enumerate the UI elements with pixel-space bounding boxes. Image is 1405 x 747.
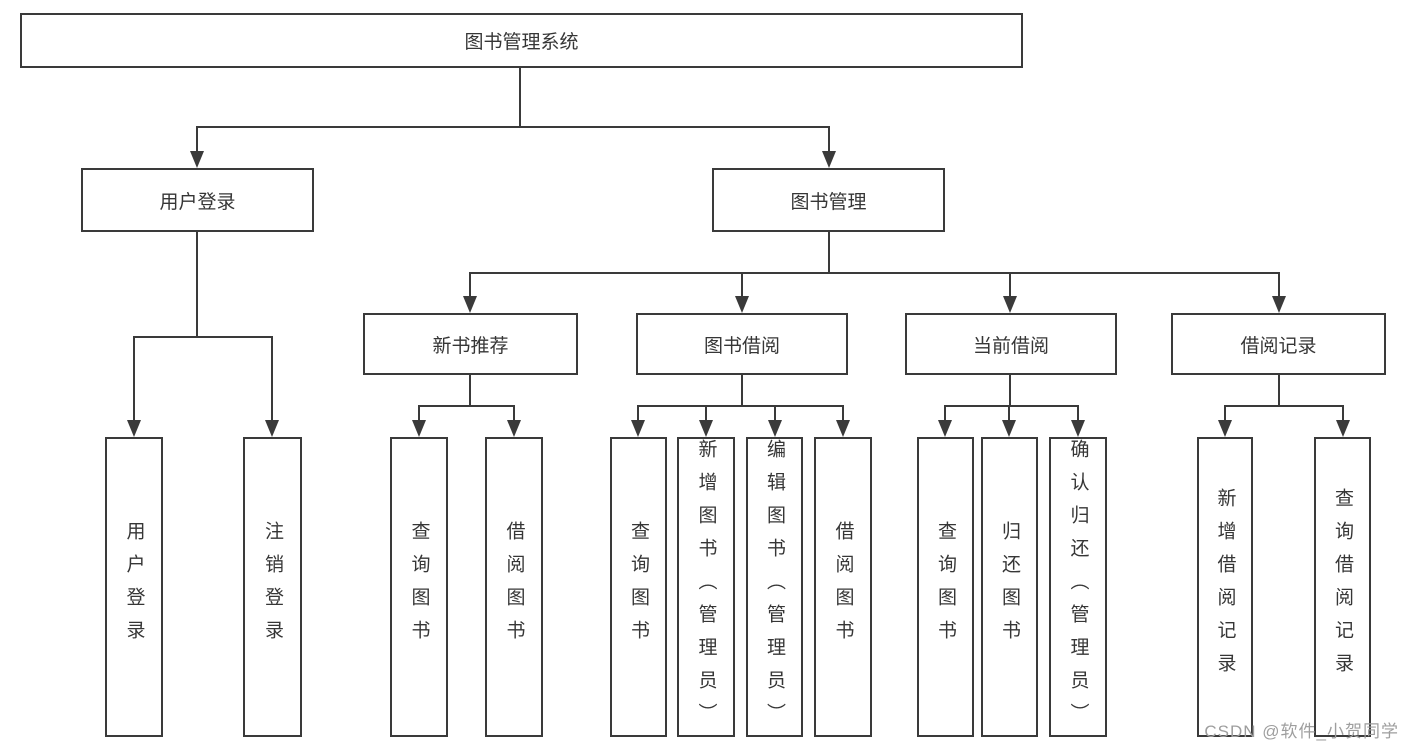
leaf-confirm-return-admin: 确认归还（管理员） (1049, 437, 1107, 737)
leaf-query-books-current: 查询图书 (917, 437, 974, 737)
edge-userlogin-stem (196, 232, 198, 336)
leaf-borrow-books-newbook: 借阅图书 (485, 437, 543, 737)
arrow-down-icon (190, 151, 204, 168)
edge-stem-user-login (196, 126, 198, 154)
leaf-label: 归还图书 (999, 521, 1020, 653)
edge-stem (842, 405, 844, 422)
node-label: 图书借阅 (703, 335, 780, 357)
edge-borrowrecords-stem (1278, 375, 1280, 406)
leaf-label: 编辑图书（管理员） (764, 438, 785, 736)
edge-stem (418, 405, 420, 422)
leaf-borrow-books-borrow: 借阅图书 (814, 437, 872, 737)
leaf-user-login: 用户登录 (105, 437, 163, 737)
edge-stem (944, 405, 946, 422)
leaf-label: 用户登录 (123, 521, 145, 653)
arrow-down-icon (127, 420, 141, 437)
node-new-book-recommend: 新书推荐 (363, 313, 578, 375)
leaf-label: 查询借阅记录 (1332, 488, 1353, 686)
arrow-down-icon (265, 420, 279, 437)
arrow-down-icon (699, 420, 713, 437)
edge-stem-newbook (469, 272, 471, 298)
leaf-label: 查询图书 (628, 521, 649, 653)
arrow-down-icon (822, 151, 836, 168)
leaf-label: 确认归还（管理员） (1067, 438, 1089, 736)
edge-stem (1342, 405, 1344, 422)
leaf-add-borrow-record: 新增借阅记录 (1197, 437, 1253, 737)
node-current-borrow: 当前借阅 (905, 313, 1117, 375)
node-book-borrow: 图书借阅 (636, 313, 848, 375)
edge-stem-borrowrecords (1278, 272, 1280, 298)
edge-newbook-rail (418, 405, 515, 407)
node-user-login: 用户登录 (81, 168, 314, 232)
edge-stem (705, 405, 707, 422)
arrow-down-icon (1336, 420, 1350, 437)
arrow-down-icon (507, 420, 521, 437)
arrow-down-icon (768, 420, 782, 437)
edge-level3-rail (469, 272, 1280, 274)
arrow-down-icon (735, 296, 749, 313)
edge-stem-leaf-logout (271, 336, 273, 422)
arrow-down-icon (938, 420, 952, 437)
leaf-label: 查询图书 (408, 521, 430, 653)
edge-level2-rail (196, 126, 830, 128)
node-label: 图书管理 (790, 191, 867, 213)
edge-stem-currentborrow (1009, 272, 1011, 298)
edge-stem (1077, 405, 1079, 422)
edge-stem-book-mgmt (828, 126, 830, 154)
node-label: 当前借阅 (972, 335, 1049, 357)
node-label: 用户登录 (159, 191, 236, 213)
edge-bookborrow-rail (637, 405, 844, 407)
edge-bookmgmt-stem (828, 232, 830, 272)
leaf-logout-login: 注销登录 (243, 437, 302, 737)
edge-userlogin-rail (133, 336, 273, 338)
edge-stem (637, 405, 639, 422)
edge-stem-bookborrow (741, 272, 743, 298)
leaf-label: 查询图书 (935, 521, 956, 653)
node-borrow-records: 借阅记录 (1171, 313, 1386, 375)
edge-currentborrow-rail (944, 405, 1079, 407)
node-label: 新书推荐 (432, 335, 509, 357)
edge-borrowrecords-rail (1224, 405, 1344, 407)
leaf-return-books: 归还图书 (981, 437, 1038, 737)
leaf-query-borrow-record: 查询借阅记录 (1314, 437, 1371, 737)
leaf-label: 新增借阅记录 (1214, 488, 1236, 686)
leaf-label: 新增图书（管理员） (695, 438, 717, 736)
node-book-management: 图书管理 (712, 168, 945, 232)
edge-stem-leaf-login (133, 336, 135, 422)
leaf-query-books-borrow: 查询图书 (610, 437, 667, 737)
leaf-label: 注销登录 (262, 521, 283, 653)
node-label: 借阅记录 (1240, 335, 1317, 357)
arrow-down-icon (1002, 420, 1016, 437)
arrow-down-icon (1071, 420, 1085, 437)
node-root-system: 图书管理系统 (20, 13, 1023, 68)
arrow-down-icon (836, 420, 850, 437)
leaf-label: 借阅图书 (503, 521, 525, 653)
edge-stem (1008, 405, 1010, 422)
edge-stem (774, 405, 776, 422)
arrow-down-icon (1272, 296, 1286, 313)
leaf-label: 借阅图书 (832, 521, 854, 653)
leaf-edit-books-admin: 编辑图书（管理员） (746, 437, 803, 737)
edge-bookborrow-stem (741, 375, 743, 406)
edge-root-stem (519, 68, 521, 126)
leaf-add-books-admin: 新增图书（管理员） (677, 437, 735, 737)
arrow-down-icon (463, 296, 477, 313)
edge-newbook-stem (469, 375, 471, 406)
arrow-down-icon (412, 420, 426, 437)
arrow-down-icon (1003, 296, 1017, 313)
edge-currentborrow-stem (1009, 375, 1011, 406)
leaf-query-books-newbook: 查询图书 (390, 437, 448, 737)
arrow-down-icon (631, 420, 645, 437)
edge-stem (513, 405, 515, 422)
csdn-watermark: CSDN @软件_小贺同学 (1204, 722, 1399, 741)
node-root-label: 图书管理系统 (464, 32, 579, 53)
edge-stem (1224, 405, 1226, 422)
arrow-down-icon (1218, 420, 1232, 437)
